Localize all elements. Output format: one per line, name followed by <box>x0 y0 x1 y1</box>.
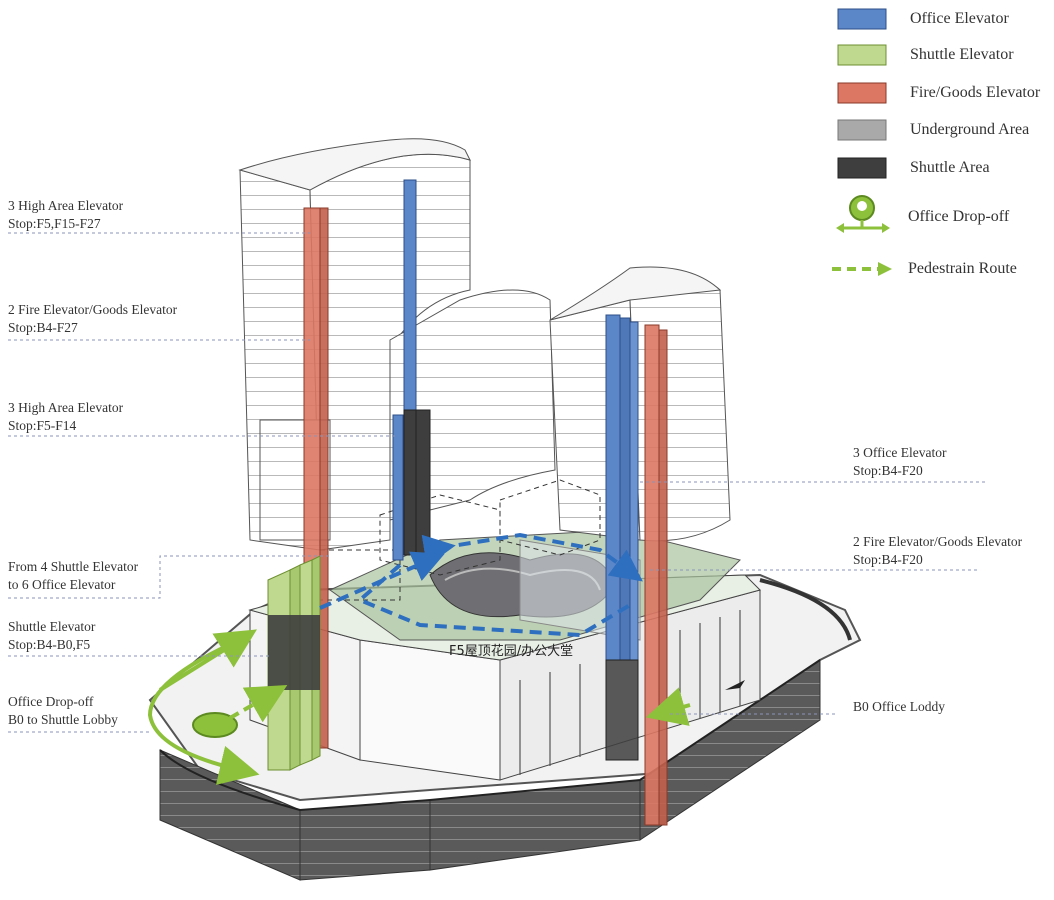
office-elevator-right <box>605 314 621 661</box>
annotation-title: 3 High Area Elevator <box>8 198 124 213</box>
annotation-title: Shuttle Elevator <box>8 619 96 634</box>
legend-swatch-shuttle <box>837 44 887 66</box>
dropoff-icon <box>836 195 890 233</box>
annotation-fire-elevator-right: 2 Fire Elevator/Goods Elevator Stop:B4-F… <box>853 533 1022 569</box>
annotation-stop: Stop:F5,F15-F27 <box>8 216 101 231</box>
annotation-office-dropoff: Office Drop-off B0 to Shuttle Lobby <box>8 693 118 729</box>
annotation-stop: Stop:B4-F20 <box>853 463 923 478</box>
annotation-title: 2 Fire Elevator/Goods Elevator <box>8 302 178 317</box>
legend-swatch-shuttle-area <box>837 157 887 179</box>
right-tower <box>549 266 731 542</box>
legend-label-route: Pedestrain Route <box>908 260 1017 277</box>
legend-label-office: Office Elevator <box>910 10 1009 27</box>
legend-label-fire: Fire/Goods Elevator <box>910 84 1041 101</box>
annotation-stop: B0 to Shuttle Lobby <box>8 712 118 727</box>
dropoff-route-green <box>147 629 745 785</box>
legend-label-shuttle: Shuttle Elevator <box>910 46 1014 63</box>
annotation-title: 2 Fire Elevator/Goods Elevator <box>853 534 1023 549</box>
legend-label-shuttle-area: Shuttle Area <box>910 159 990 176</box>
annotation-high-elevator-2: 3 High Area Elevator Stop:F5-F14 <box>8 399 123 435</box>
legend-label-underground: Underground Area <box>910 121 1030 138</box>
annotation-high-elevator-1: 3 High Area Elevator Stop:F5,F15-F27 <box>8 197 123 233</box>
annotation-title: 3 Office Elevator <box>853 445 947 460</box>
office-elevator-mid <box>392 414 404 561</box>
annotation-title: 3 High Area Elevator <box>8 400 124 415</box>
annotation-stop: Stop:B4-B0,F5 <box>8 637 91 652</box>
office-elevator-high <box>403 179 417 411</box>
leader-lines <box>8 232 985 733</box>
annotation-title: B0 Office Loddy <box>853 699 945 714</box>
annotation-stop: Stop:B4-F27 <box>8 320 78 335</box>
legend-label-dropoff: Office Drop-off <box>908 208 1010 225</box>
left-tower <box>238 138 556 551</box>
annotation-shuttle-elevator: Shuttle Elevator Stop:B4-B0,F5 <box>8 618 95 654</box>
dropoff-marker <box>192 712 238 738</box>
pedestrian-route-blue <box>319 532 643 638</box>
legend-swatch-office <box>837 8 887 30</box>
shuttle-elevators <box>267 555 321 771</box>
annotation-stop: Stop:F5-F14 <box>8 418 77 433</box>
annotation-office-elevator-right: 3 Office Elevator Stop:B4-F20 <box>853 444 946 480</box>
pedestrian-route-icon <box>832 262 892 276</box>
legend-swatch-fire <box>837 82 887 104</box>
fire-elevator-shaft-right <box>644 324 660 826</box>
annotation-stop: to 6 Office Elevator <box>8 577 116 592</box>
legend <box>832 8 892 276</box>
annotation-title: Office Drop-off <box>8 694 94 709</box>
underground-base <box>159 659 821 881</box>
floor-label: F5屋顶花园/办公大堂 <box>449 644 574 659</box>
legend-swatch-underground <box>837 119 887 141</box>
annotation-title: From 4 Shuttle Elevator <box>8 559 139 574</box>
annotation-shuttle-transfer: From 4 Shuttle Elevator to 6 Office Elev… <box>8 558 138 594</box>
annotation-office-lobby: B0 Office Loddy <box>853 698 945 716</box>
annotation-fire-elevator-left: 2 Fire Elevator/Goods Elevator Stop:B4-F… <box>8 301 177 337</box>
annotation-stop: Stop:B4-F20 <box>853 552 923 567</box>
